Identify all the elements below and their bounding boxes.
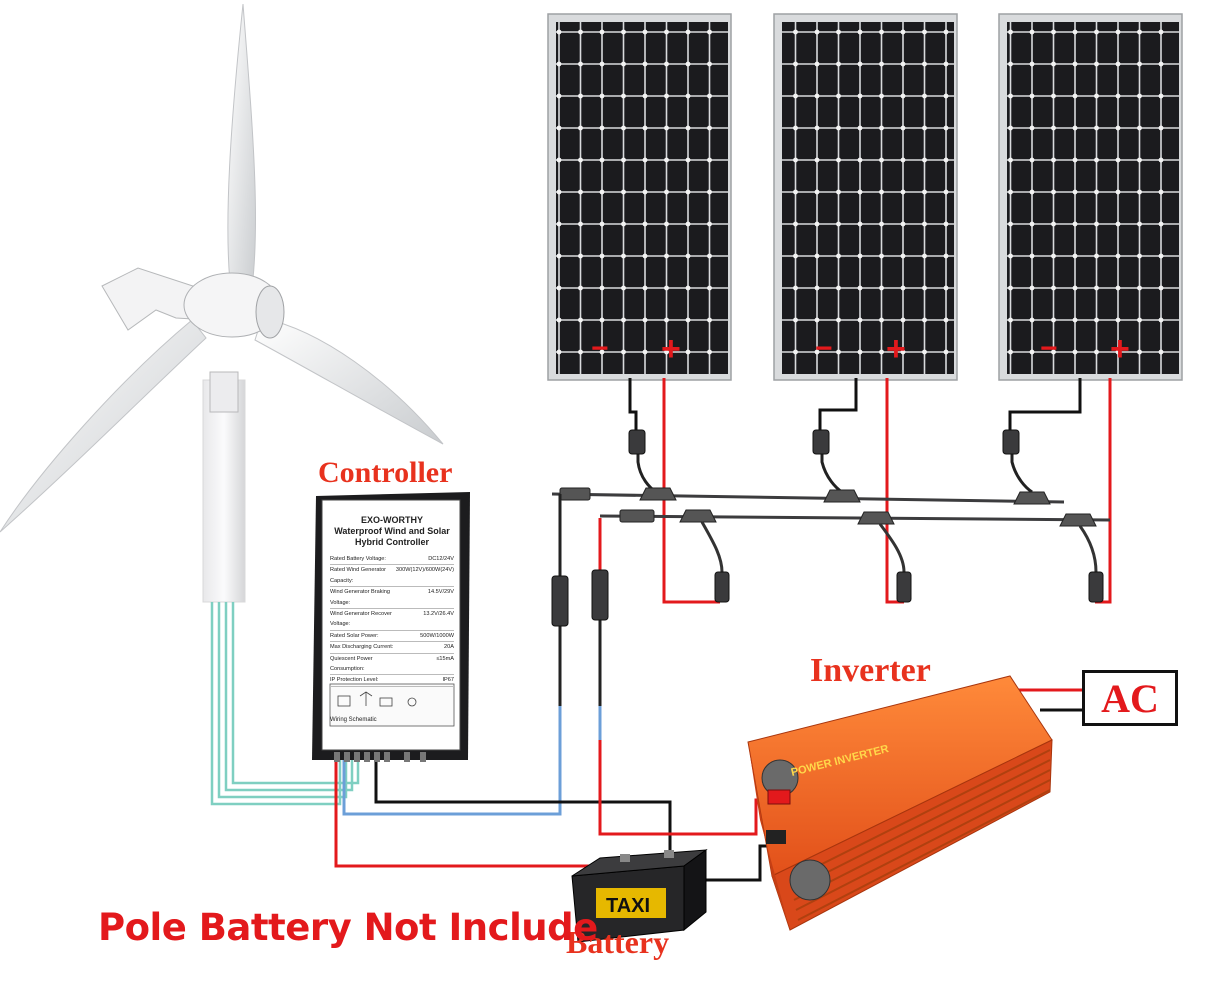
controller-spec-value: 500W/1000W — [420, 632, 454, 639]
controller-spec-name: Rated Battery Voltage: — [330, 556, 386, 562]
inverter-fan-right — [789, 859, 831, 901]
negative-rail — [551, 492, 1065, 504]
controller-wiring-label: Wiring Schematic — [330, 716, 377, 723]
controller-spec-row: Max Discharging Current: 20A — [330, 642, 454, 654]
controller-brand: EXO-WORTHY — [361, 515, 423, 525]
positive-branch-cables — [700, 521, 1098, 573]
controller-spec-value: ≤15mA — [436, 655, 454, 662]
controller-spec-name: Quiescent Power Consumption: — [330, 655, 373, 673]
turbine-blade-right — [254, 317, 444, 445]
positive-rail — [599, 514, 1111, 522]
panel-1-plus: + — [661, 330, 681, 368]
footer-note: Pole Battery Not Include — [98, 906, 598, 949]
solar-panel-2 — [773, 13, 958, 381]
controller-spec-row: Wind Generator Braking Voltage: 14.5V/29V — [330, 587, 454, 610]
panel-2-plus: + — [886, 330, 906, 368]
controller-spec-list: Rated Battery Voltage: DC12/24V Rated Wind… — [330, 554, 454, 687]
controller-spec-name: Wind Generator Braking Voltage: — [330, 589, 391, 606]
controller-spec-value: 13.2V/26.4V — [423, 611, 454, 618]
ac-output-box: AC — [1082, 670, 1178, 726]
controller-spec-value: DC12/24V — [428, 556, 454, 562]
controller-face-label: EXO-WORTHY Waterproof Wind and Solar Hyb… — [330, 515, 454, 723]
controller-spec-row: Wind Generator Recover Voltage: 13.2V/26.… — [330, 609, 454, 631]
mc4-connectors-top — [628, 429, 1020, 455]
battery-unit — [571, 849, 708, 943]
turbine-hub — [255, 285, 285, 339]
panel-2-minus: − — [815, 332, 833, 365]
solar-panel-3 — [998, 13, 1183, 381]
positive-rail-tees — [619, 509, 1097, 527]
panel-1-minus: − — [591, 332, 609, 365]
controller-spec-row: Rated Battery Voltage: DC12/24V — [330, 554, 454, 566]
battery-label: Battery — [566, 924, 670, 960]
controller-spec-name: Max Discharging Current: — [330, 644, 394, 651]
controller-title: Waterproof Wind and Solar Hybrid Control… — [334, 526, 450, 547]
ac-label: AC — [1101, 675, 1159, 721]
controller-spec-value: IP67 — [442, 677, 454, 684]
controller-spec-name: IP Protection Level: — [330, 677, 379, 684]
solar-blue-wire — [342, 706, 562, 816]
wind-turbine — [0, 3, 444, 603]
panel-3-plus: + — [1110, 330, 1130, 368]
battery-brand-text: TAXI — [606, 895, 650, 917]
controller-spec-name: Rated Wind Generator Capacity: — [330, 567, 386, 584]
panel-3-minus: − — [1040, 332, 1058, 365]
solar-panel-1 — [547, 13, 732, 381]
controller-spec-value: 300W(12V)/600W(24V) — [395, 567, 454, 574]
controller-label: Controller — [318, 456, 453, 489]
controller-spec-row: Quiescent Power Consumption: ≤15mA — [330, 654, 454, 676]
mc4-connectors-bottom — [714, 571, 1104, 603]
controller-spec-row: Rated Solar Power: 500W/1000W — [330, 631, 454, 643]
controller-unit — [312, 492, 470, 762]
turbine-pole-collar — [209, 371, 239, 413]
controller-spec-value: 14.5V/29V — [427, 589, 454, 596]
controller-spec-value: 20A — [444, 644, 454, 651]
negative-rail-tees — [559, 487, 1051, 505]
wind-to-controller-wires — [210, 602, 360, 806]
battery-inverter-red — [598, 740, 772, 836]
controller-spec-name: Rated Solar Power: — [330, 632, 379, 639]
controller-battery-red — [334, 760, 596, 868]
panel-negative-leads — [628, 378, 1082, 440]
mc4-connectors-drop — [551, 569, 609, 627]
inverter-unit — [747, 675, 1053, 931]
controller-spec-row: IP Protection Level: IP67 — [330, 675, 454, 687]
inverter-label: Inverter — [810, 652, 931, 689]
negative-branch-cables — [636, 440, 1033, 494]
turbine-blade-top — [227, 3, 257, 303]
controller-spec-row: Rated Wind Generator Capacity: 300W(12V)/… — [330, 565, 454, 588]
controller-spec-name: Wind Generator Recover Voltage: — [330, 611, 392, 628]
turbine-blade-left — [0, 319, 207, 533]
turbine-pole — [202, 379, 246, 603]
